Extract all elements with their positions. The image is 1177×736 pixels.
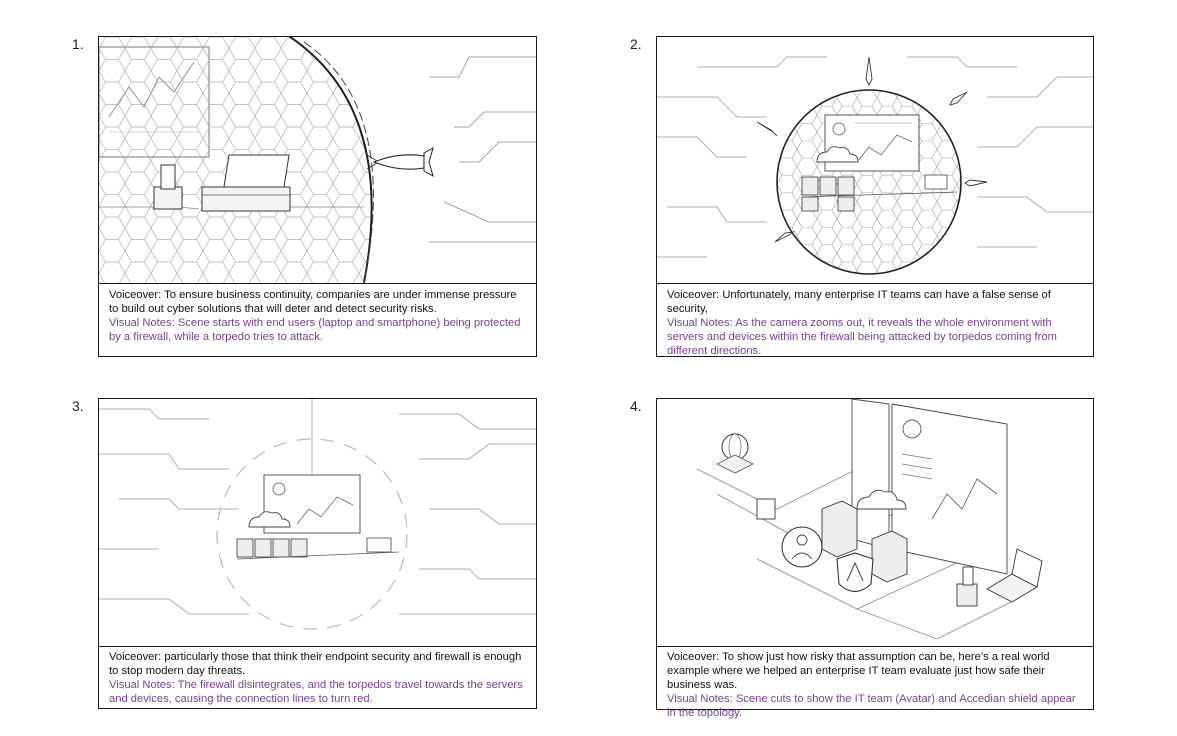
panel-3-visual-notes: Visual Notes: The firewall disintegrates… xyxy=(109,679,523,705)
panel-1-voiceover: Voiceover: To ensure business continuity… xyxy=(109,289,517,315)
panel-1-caption: Voiceover: To ensure business continuity… xyxy=(109,288,528,344)
storyboard-panel-3: Voiceover: particularly those that think… xyxy=(98,398,537,709)
dashboard-icon xyxy=(824,114,920,172)
panel-2-visual-notes: Visual Notes: As the camera zooms out, i… xyxy=(667,317,1057,357)
storyboard-panel-2: Voiceover: Unfortunately, many enterpris… xyxy=(656,36,1094,357)
panel-2-illustration xyxy=(657,37,1093,284)
cloud-icon xyxy=(816,146,859,163)
panel-1-illustration xyxy=(99,37,536,284)
panel-4-illustration xyxy=(657,399,1093,647)
avatar-icon xyxy=(781,526,823,568)
smartphone-icon xyxy=(153,164,183,210)
dashboard-icon xyxy=(851,399,1008,575)
torpedo-icon xyxy=(756,56,988,243)
panel-3-caption: Voiceover: particularly those that think… xyxy=(109,650,528,706)
panel-3-voiceover: Voiceover: particularly those that think… xyxy=(109,651,522,677)
panel-3-number: 3. xyxy=(72,398,84,414)
globe-icon xyxy=(716,433,754,474)
panel-2-number: 2. xyxy=(630,36,642,52)
panel-2-voiceover: Voiceover: Unfortunately, many enterpris… xyxy=(667,289,1051,315)
shield-icon xyxy=(836,552,874,593)
broken-firewall-icon xyxy=(216,438,408,630)
panel-4-number: 4. xyxy=(630,398,642,414)
laptop-icon xyxy=(956,548,1043,607)
panel-4-caption: Voiceover: To show just how risky that a… xyxy=(667,650,1085,720)
server-icon xyxy=(236,538,308,558)
cloud-icon xyxy=(248,511,291,528)
panel-4-visual-notes: Visual Notes: Scene cuts to show the IT … xyxy=(667,693,1076,719)
storyboard-panel-4: Voiceover: To show just how risky that a… xyxy=(656,398,1094,719)
panel-1-visual-notes: Visual Notes: Scene starts with end user… xyxy=(109,317,521,343)
panel-4-voiceover: Voiceover: To show just how risky that a… xyxy=(667,651,1050,691)
storyboard-panel-1: Voiceover: To ensure business continuity… xyxy=(98,36,537,357)
panel-2-caption: Voiceover: Unfortunately, many enterpris… xyxy=(667,288,1085,358)
torpedo-icon xyxy=(366,146,434,178)
cloud-icon xyxy=(856,489,907,510)
laptop-icon xyxy=(201,154,291,212)
server-icon xyxy=(821,500,908,583)
panel-1-number: 1. xyxy=(72,36,84,52)
panel-3-illustration xyxy=(99,399,536,647)
